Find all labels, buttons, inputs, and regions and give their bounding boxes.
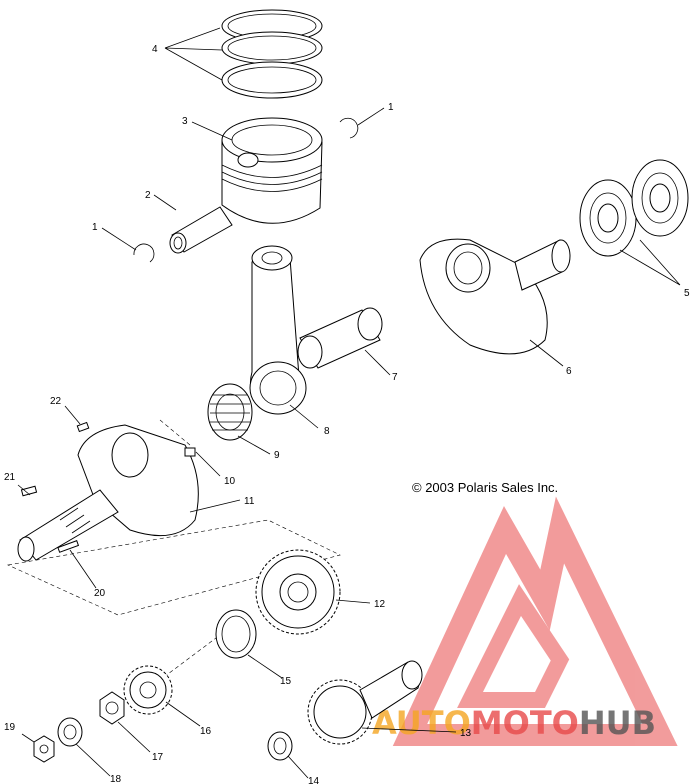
callouts: 4 1 3 2 1 5 6 7 8 9 22 10 11 21 20 12 15… — [4, 44, 690, 784]
callout-14: 14 — [308, 776, 320, 784]
watermark-logo — [392, 496, 678, 746]
callout-12: 12 — [374, 599, 386, 610]
watermark-wordmark: AUTOMOTOHUB — [372, 704, 656, 742]
watermark-word-moto: MOTO — [471, 704, 579, 742]
callout-7: 7 — [392, 372, 398, 383]
callout-10: 10 — [224, 476, 236, 487]
sprocket-16 — [123, 665, 173, 715]
wrist-pin — [169, 206, 233, 254]
piston-rings — [221, 9, 323, 99]
callout-5: 5 — [684, 288, 690, 299]
callout-6: 6 — [566, 366, 572, 377]
callout-1-upper: 1 — [388, 102, 394, 113]
circlip-lower — [133, 243, 155, 263]
main-bearings — [579, 159, 689, 257]
callout-8: 8 — [324, 426, 330, 437]
leader-lines — [17, 27, 681, 779]
crank-pin — [297, 307, 383, 369]
washer-15 — [215, 609, 257, 659]
svg-text:AUTOMOTOHUB: AUTOMOTOHUB — [372, 704, 656, 742]
callout-11: 11 — [244, 496, 255, 507]
callout-2: 2 — [145, 190, 151, 201]
callout-4: 4 — [152, 44, 158, 55]
nut-19 — [33, 735, 55, 763]
gear-12 — [255, 549, 341, 635]
callout-20: 20 — [94, 588, 106, 599]
crankshaft-left — [17, 424, 199, 562]
callout-16: 16 — [200, 726, 212, 737]
callout-3: 3 — [182, 116, 188, 127]
needle-bearing — [207, 383, 253, 441]
callout-13: 13 — [460, 728, 472, 739]
callout-1-lower: 1 — [92, 222, 98, 233]
callout-18: 18 — [110, 774, 122, 784]
copyright-text: © 2003 Polaris Sales Inc. — [412, 480, 558, 495]
pin-22 — [76, 421, 90, 433]
pin-10 — [184, 447, 196, 457]
callout-22: 22 — [50, 396, 62, 407]
piston — [221, 117, 323, 224]
callout-21: 21 — [4, 472, 16, 483]
circlip-upper — [339, 117, 359, 139]
pin-20 — [57, 540, 80, 553]
connecting-rod — [249, 245, 307, 415]
nut-17 — [99, 691, 125, 725]
callout-17: 17 — [152, 752, 164, 763]
callout-9: 9 — [274, 450, 280, 461]
pin-21 — [20, 485, 38, 497]
balance-shaft-13 — [307, 660, 423, 745]
washer-18 — [57, 717, 83, 747]
crank-half-right — [419, 238, 571, 355]
watermark-word-auto: AUTO — [372, 704, 471, 742]
callout-15: 15 — [280, 676, 292, 687]
washer-14 — [267, 731, 293, 761]
watermark-word-hub: HUB — [579, 704, 656, 742]
callout-19: 19 — [4, 722, 16, 733]
